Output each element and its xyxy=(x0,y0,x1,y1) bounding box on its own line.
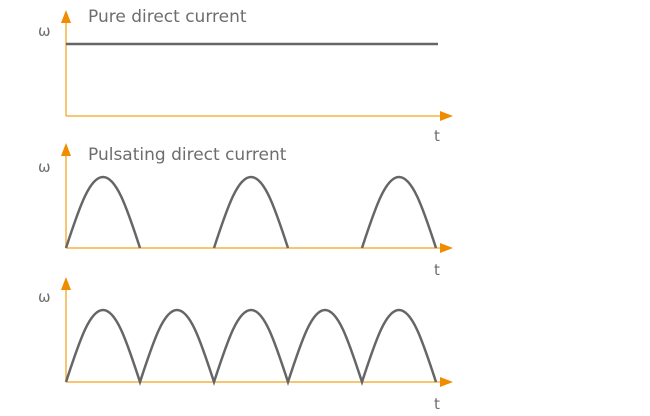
x-label: t xyxy=(434,261,440,279)
panel-title: Pure direct current xyxy=(88,7,247,27)
full-wave-curve xyxy=(64,308,438,387)
pulse-curve xyxy=(212,175,290,249)
y-axis-arrow-icon xyxy=(61,10,71,23)
y-label: ω xyxy=(38,158,51,176)
panel-title: Pulsating direct current xyxy=(88,145,287,165)
y-label: ω xyxy=(38,288,51,306)
panel-pure-dc: Pure direct current ω t xyxy=(38,7,453,145)
x-axis-arrow-icon xyxy=(440,111,453,121)
x-label: t xyxy=(434,127,440,145)
x-axis-arrow-icon xyxy=(440,377,453,387)
y-axis-arrow-icon xyxy=(61,277,71,290)
y-axis-arrow-icon xyxy=(61,143,71,156)
x-label: t xyxy=(434,395,440,413)
y-label: ω xyxy=(38,22,51,40)
pulse-curve xyxy=(360,175,438,249)
x-axis-arrow-icon xyxy=(440,243,453,253)
pulse-curve xyxy=(64,175,142,249)
panel-full-wave: ω t xyxy=(38,277,453,413)
panel-pulsating-dc: Pulsating direct current ω t xyxy=(38,143,453,279)
